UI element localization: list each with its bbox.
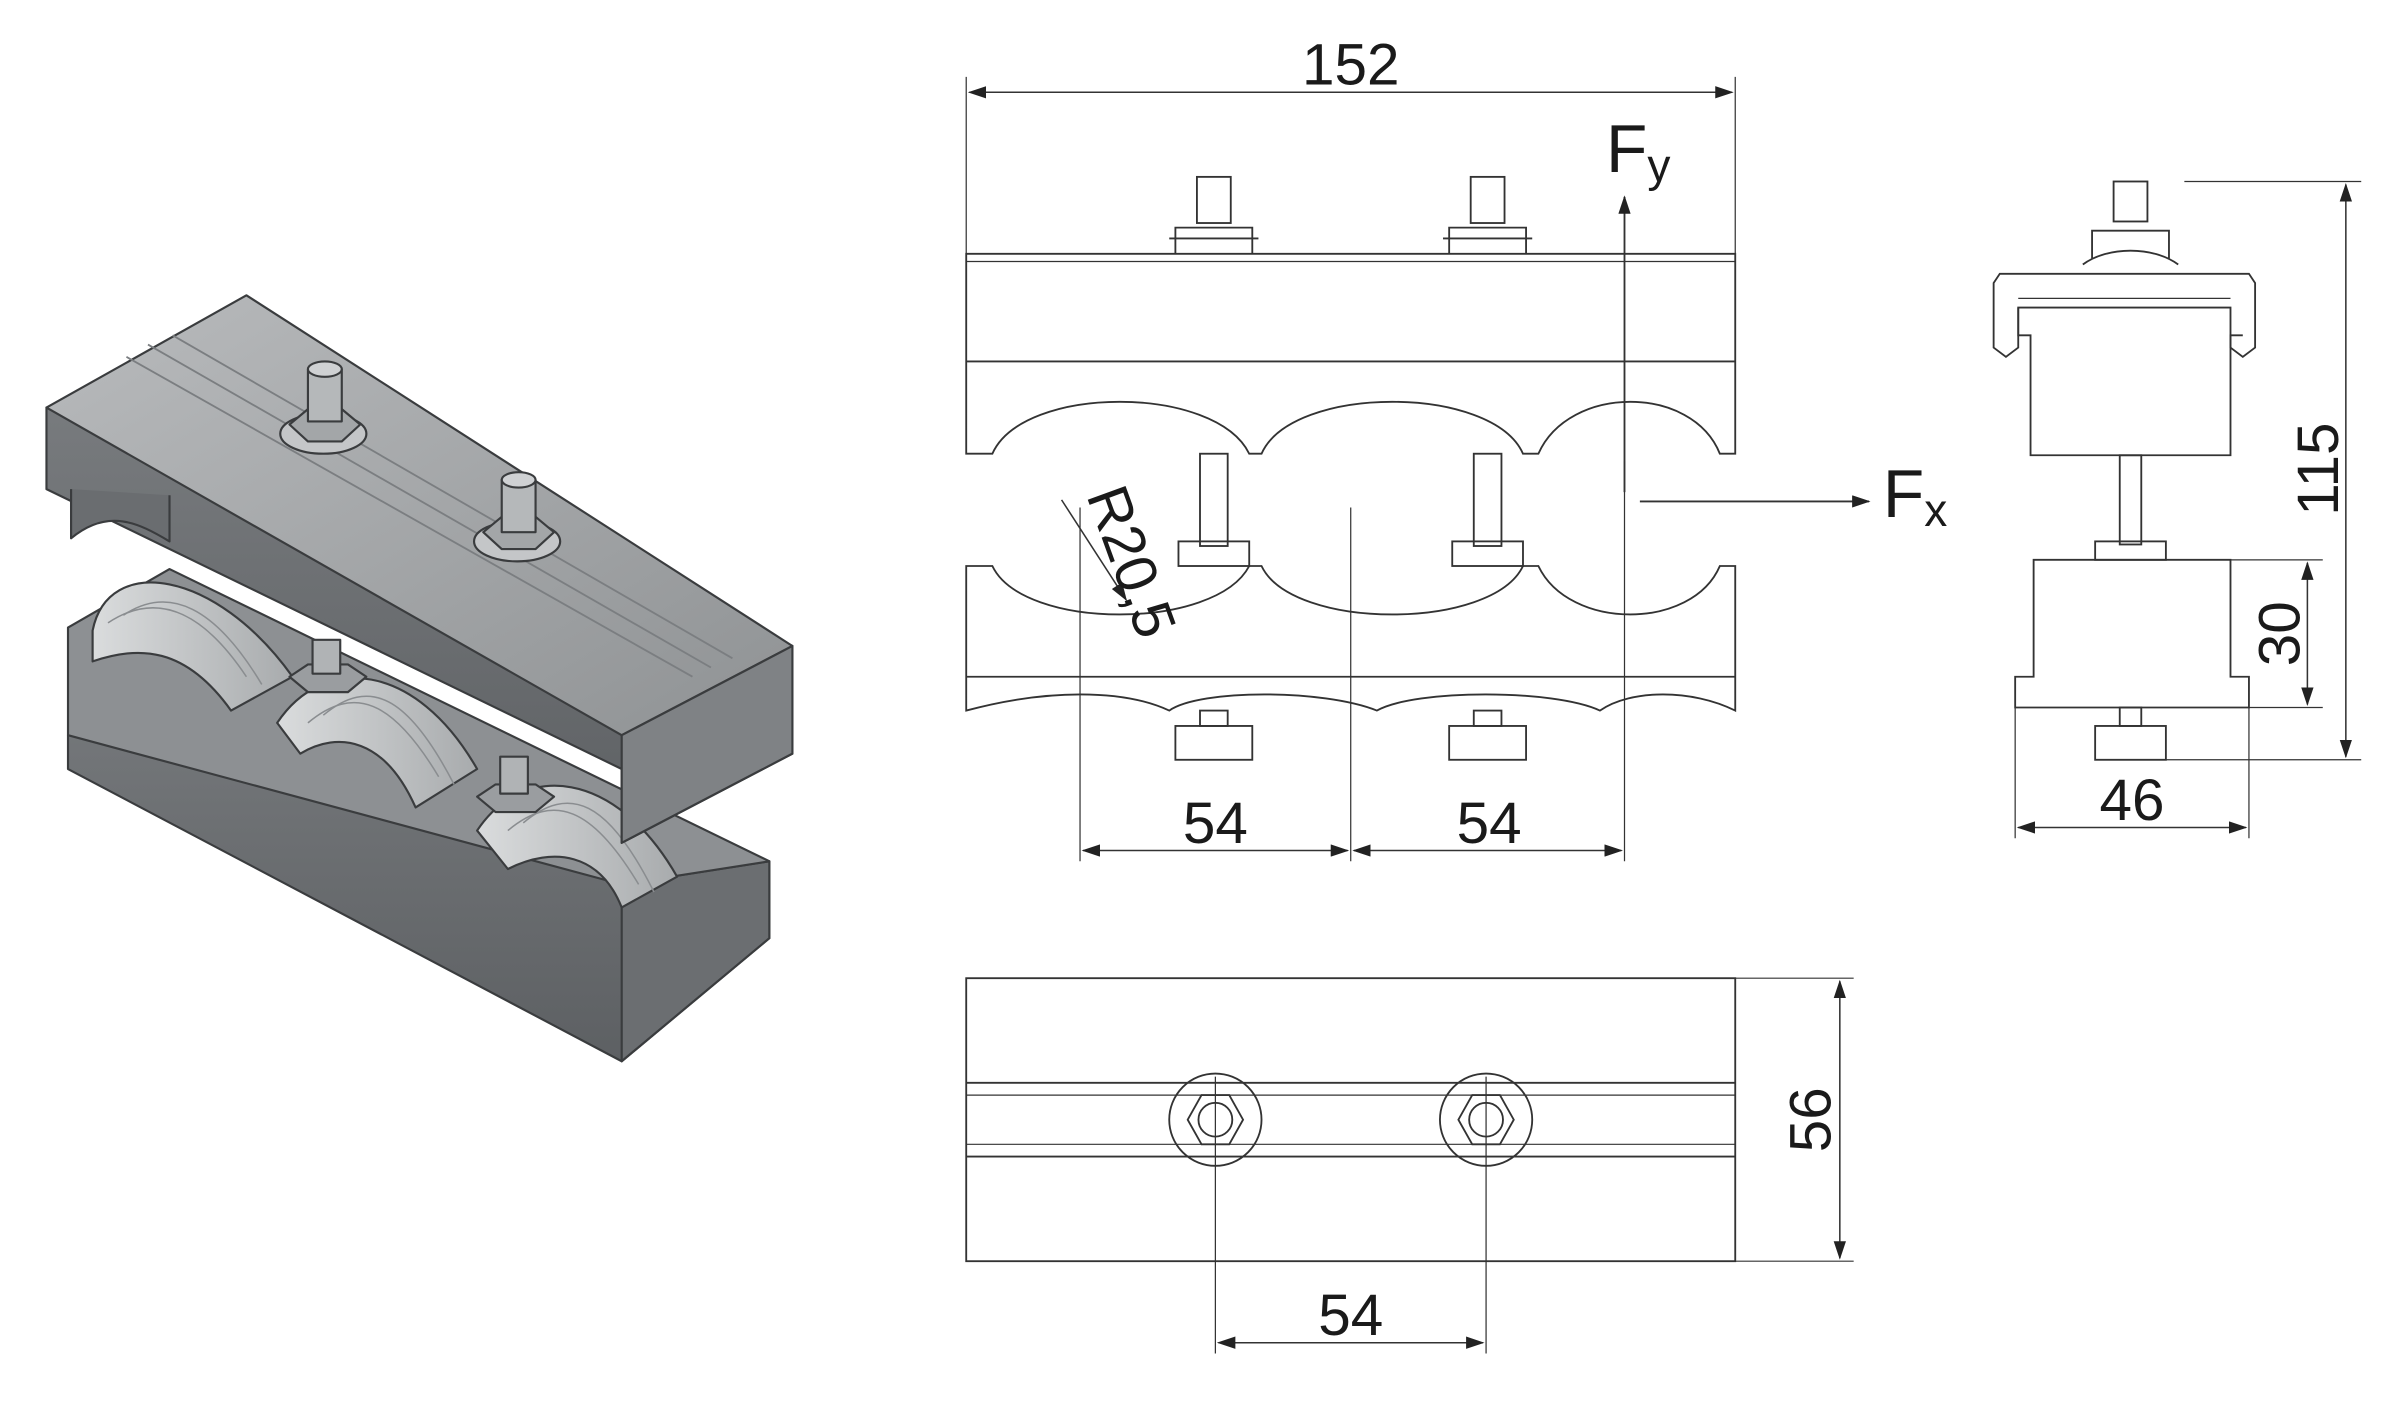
front-view-labels: 152 54 54 R20,5 Fy Fx: [1074, 33, 1947, 856]
front-top-bolt-2: [1443, 175, 1533, 254]
upper-bolt-1: [279, 360, 368, 455]
top-view: [965, 977, 1854, 1354]
top-view-outline: [965, 977, 1737, 1263]
dim-side-base-height: 30: [2248, 601, 2313, 666]
top-view-labels: 56 54: [1318, 1087, 1843, 1348]
dim-front-pitch-left: 54: [1183, 791, 1248, 856]
dim-front-pitch-right: 54: [1457, 791, 1522, 856]
dim-top-pitch: 54: [1318, 1283, 1383, 1348]
saddle-ribs: [107, 601, 655, 893]
front-bottom-bolt-1: [1174, 709, 1254, 761]
dim-side-width: 46: [2100, 768, 2165, 833]
side-view: [1992, 180, 2362, 839]
front-view: [965, 76, 1871, 862]
lower-bolt-2: [476, 755, 556, 814]
front-top-bolt-1: [1169, 175, 1259, 254]
lower-bolt-1: [288, 638, 368, 694]
side-lower-profile: [2014, 558, 2250, 709]
upper-clamp-outline: [965, 252, 1737, 455]
front-bottom-bolt-2: [1448, 709, 1527, 761]
upper-bolt-2: [472, 471, 562, 563]
lower-clamp-outline: [965, 565, 1737, 713]
front-rod-1: [1199, 452, 1229, 547]
front-rod-2: [1472, 452, 1503, 547]
side-view-labels: 115 30 46: [2100, 423, 2352, 833]
dim-side-height: 115: [2286, 423, 2351, 516]
force-fy: Fy: [1606, 112, 1670, 191]
top-grooves: [125, 334, 733, 678]
upper-block-front: [620, 644, 794, 844]
dim-front-width: 152: [1302, 33, 1400, 98]
force-fx: Fx: [1883, 457, 1947, 536]
side-upper-profile: [1992, 272, 2257, 358]
dim-top-depth: 56: [1779, 1087, 1844, 1152]
dim-radius: R20,5: [1074, 477, 1188, 646]
upper-block-jaw: [69, 489, 171, 543]
isometric-view: [45, 294, 794, 1063]
